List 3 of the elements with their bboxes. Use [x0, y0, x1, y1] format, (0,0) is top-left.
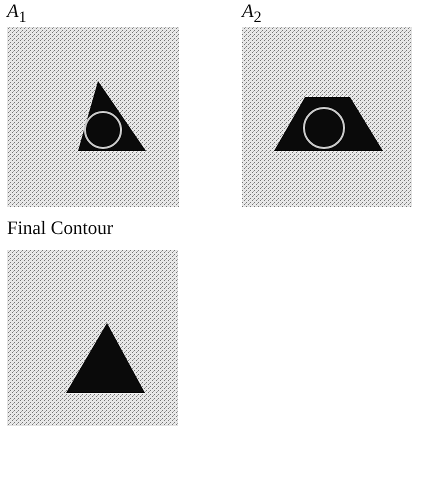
panel-label: A$_{2}$ [242, 2, 262, 26]
panel-label: A$_{1}$ [7, 2, 27, 26]
panel-label: Final Contour [7, 219, 114, 240]
